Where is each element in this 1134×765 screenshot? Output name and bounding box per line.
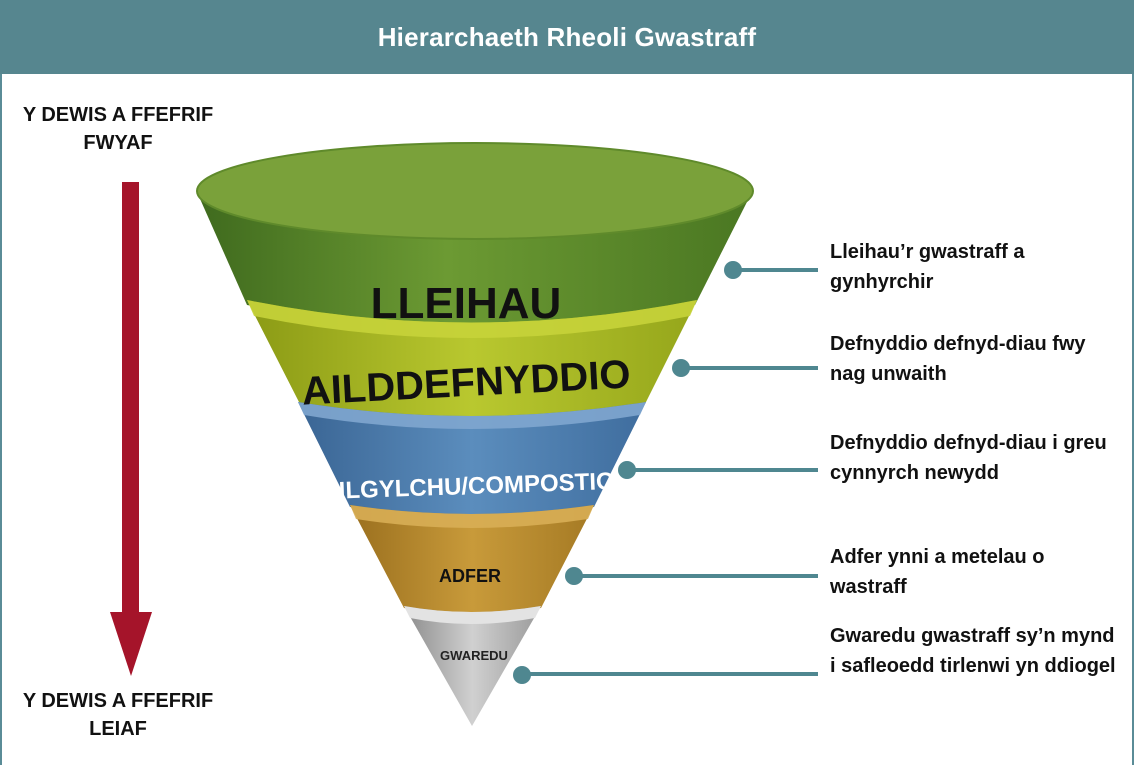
description-adfer: Adfer ynni a metelau o wastraff bbox=[830, 546, 1045, 598]
tier-adfer bbox=[350, 505, 594, 614]
tier-label-adfer: ADFER bbox=[439, 566, 501, 586]
arrow-head bbox=[110, 612, 152, 676]
tier-gwaredu bbox=[404, 606, 541, 726]
tier-label-lleihau: LLEIHAU bbox=[371, 279, 562, 328]
title-bar: Hierarchaeth Rheoli Gwastraff bbox=[0, 0, 1134, 74]
connector-3 bbox=[618, 461, 818, 479]
most-preferred-label: Y DEWIS A FFEFRIF FWYAF bbox=[22, 104, 214, 154]
tier-ailgylchu bbox=[298, 402, 646, 516]
connector-2 bbox=[672, 359, 818, 377]
connector-1 bbox=[724, 261, 818, 279]
description-gwaredu: Gwaredu gwastraff sy’n mynd i safleoedd … bbox=[830, 625, 1116, 677]
frame-border-left bbox=[0, 74, 2, 765]
description-ailgylchu: Defnyddio defnyd-diau i greu cynnyrch ne… bbox=[830, 432, 1107, 484]
description-lleihau: Lleihau’r gwastraff a gynhyrchir bbox=[830, 241, 1025, 293]
least-preferred-label: Y DEWIS A FFEFRIF LEIAF bbox=[22, 690, 214, 740]
tier-ailddefnyddio bbox=[247, 300, 697, 418]
page-title: Hierarchaeth Rheoli Gwastraff bbox=[377, 21, 757, 52]
tier-lleihau-top bbox=[197, 143, 753, 239]
description-ailddefnyddio: Defnyddio defnyd-diau fwy nag unwaith bbox=[830, 333, 1086, 385]
tier-label-gwaredu: GWAREDU bbox=[440, 648, 508, 663]
arrow-shaft bbox=[122, 182, 139, 622]
frame-border-right bbox=[1132, 74, 1134, 765]
connector-4 bbox=[565, 567, 818, 585]
connector-5 bbox=[513, 666, 818, 684]
preference-arrow bbox=[110, 182, 152, 676]
tier-lleihau bbox=[196, 142, 754, 325]
